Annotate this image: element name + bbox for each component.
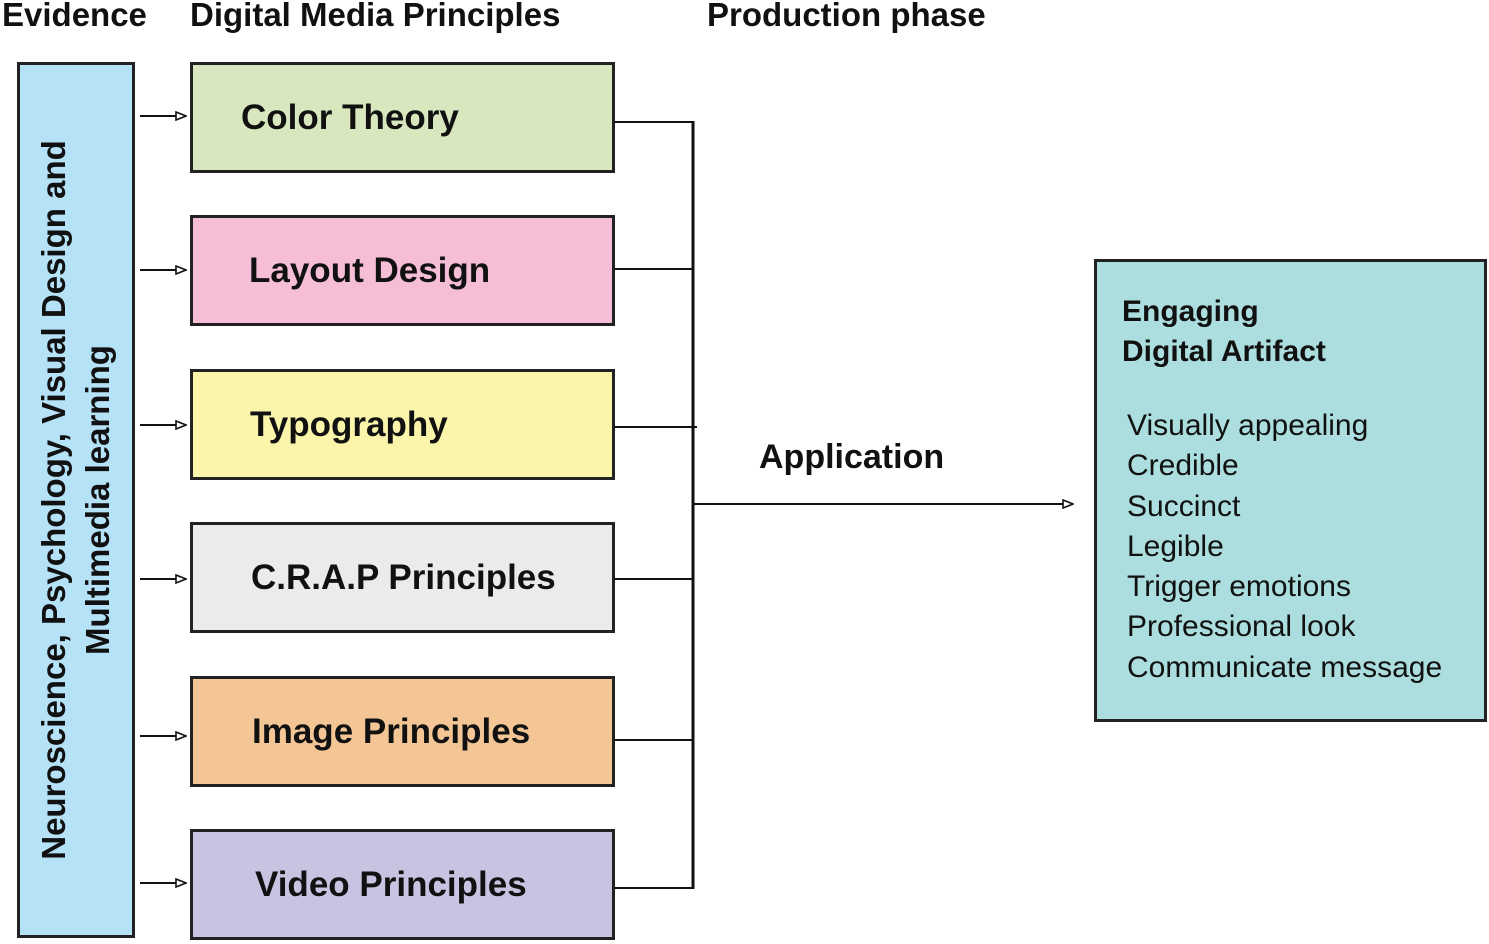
artifact-title-line-2: Digital Artifact: [1122, 335, 1326, 368]
principle-label: Layout Design: [249, 250, 491, 290]
principle-label: Video Principles: [255, 864, 527, 904]
principle-label: Image Principles: [252, 711, 531, 751]
principle-box-typography: Typography: [190, 369, 615, 480]
header-production-phase: Production phase: [707, 0, 986, 33]
principle-box-image-principles: Image Principles: [190, 676, 615, 787]
quality-item: Trigger emotions: [1127, 570, 1351, 604]
quality-item: Credible: [1127, 449, 1239, 483]
principle-label: Color Theory: [241, 97, 459, 137]
principle-box-video-principles: Video Principles: [190, 829, 615, 940]
header-evidence: Evidence: [2, 0, 147, 33]
principle-label: C.R.A.P Principles: [251, 557, 556, 597]
artifact-title-line-1: Engaging: [1122, 295, 1259, 328]
principle-label: Typography: [250, 404, 448, 444]
quality-item: Legible: [1127, 529, 1224, 563]
application-label: Application: [759, 438, 945, 476]
quality-item: Visually appealing: [1127, 409, 1369, 442]
artifact-title: Engaging Digital Artifact: [1122, 292, 1326, 372]
principle-box-layout-design: Layout Design: [190, 215, 615, 326]
principle-box-color-theory: Color Theory: [190, 62, 615, 173]
evidence-box: Neuroscience, Psychology, Visual Design …: [17, 62, 135, 938]
principle-box-crap-principles: C.R.A.P Principles: [190, 522, 615, 633]
engaging-digital-artifact-box: Engaging Digital Artifact Visually appea…: [1094, 259, 1487, 722]
artifact-qualities-list: Visually appealing Credible Succinct Leg…: [1127, 406, 1442, 688]
quality-item: Professional look: [1127, 610, 1356, 644]
quality-item: Succinct: [1127, 489, 1241, 523]
header-digital-media-principles: Digital Media Principles: [190, 0, 561, 33]
quality-item: Communicate message: [1127, 650, 1443, 684]
